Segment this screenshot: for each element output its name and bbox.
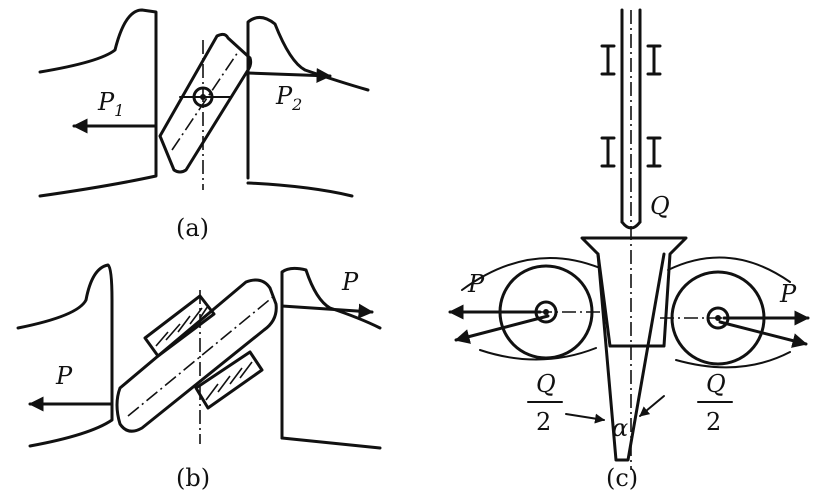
panel-b-force-left-label: P xyxy=(55,362,73,390)
panel-b-tilted-bar xyxy=(115,278,278,433)
panel-c-angle-label: α xyxy=(612,414,628,442)
panel-b-force-right-label: P xyxy=(341,268,359,296)
panel-c-half-load-left: Q 2 xyxy=(527,370,605,436)
svg-text:Q: Q xyxy=(706,370,726,398)
panel-b-left-jaw xyxy=(16,263,114,448)
panel-c-half-load-right: Q 2 xyxy=(639,370,733,436)
panel-b-upper-collar xyxy=(143,294,216,358)
panel-c-rod xyxy=(600,8,662,470)
panel-c: Q P P Q xyxy=(448,8,810,492)
panel-a-force-left-label: P1 xyxy=(97,88,124,120)
panel-c-load-label: Q xyxy=(650,192,670,220)
panel-a-wedge-block xyxy=(158,32,253,174)
panel-a-force-right-label: P2 xyxy=(275,82,302,114)
panel-c-force-left-label: P xyxy=(467,270,485,298)
panel-c-caption: (c) xyxy=(606,464,638,492)
panel-c-left-roller xyxy=(461,257,610,361)
panel-b-right-jaw xyxy=(280,266,382,440)
panel-a-caption: (a) xyxy=(176,214,209,242)
panel-b-force-arrow-right xyxy=(280,303,374,319)
panel-c-force-right-label: P xyxy=(779,280,797,308)
panel-a: P1 P2 (a) xyxy=(38,8,370,242)
svg-text:2: 2 xyxy=(706,408,721,436)
panel-b-lower-collar xyxy=(194,350,264,410)
svg-text:Q: Q xyxy=(536,370,556,398)
svg-text:2: 2 xyxy=(536,408,551,436)
panel-a-pivot xyxy=(192,86,214,108)
panel-b: P P (b) xyxy=(16,263,382,492)
panel-a-force-arrow-right xyxy=(246,68,332,84)
panel-c-right-roller xyxy=(660,256,791,369)
panel-a-right-jaw xyxy=(246,16,370,180)
panel-b-caption: (b) xyxy=(176,464,210,492)
panel-a-left-jaw xyxy=(38,8,158,198)
